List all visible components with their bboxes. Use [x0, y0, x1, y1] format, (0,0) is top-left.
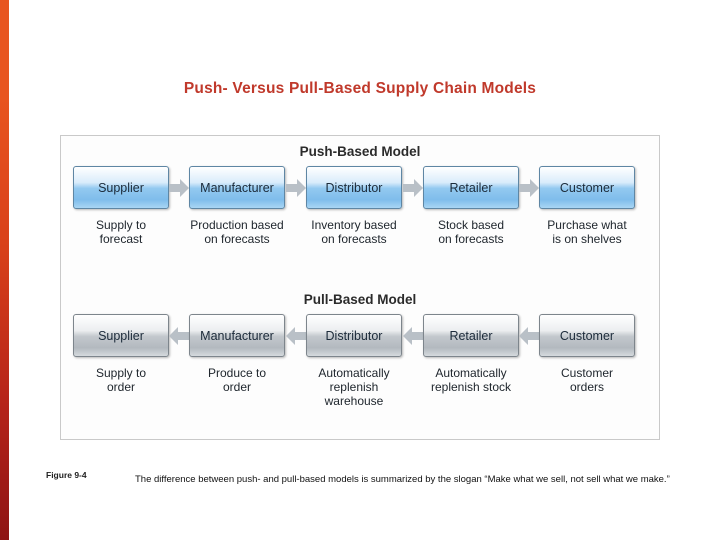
push-node-customer: Customer Purchase what is on shelves — [539, 166, 635, 246]
push-model-heading: Push-Based Model — [299, 144, 421, 159]
pull-box-supplier: Supplier — [73, 314, 169, 357]
pull-box-retailer: Retailer — [423, 314, 519, 357]
pull-node-customer: Customer Customer orders — [539, 314, 635, 394]
push-arrow-right-icon-3 — [403, 179, 423, 197]
pull-arrow-left-icon-1 — [169, 327, 189, 345]
pull-model-row: Supplier Supply to order Manufacturer Pr… — [61, 314, 659, 434]
push-node-supplier: Supplier Supply to forecast — [73, 166, 169, 246]
push-box-retailer: Retailer — [423, 166, 519, 209]
push-arrow-right-icon-4 — [519, 179, 539, 197]
push-caption-retailer: Stock based on forecasts — [437, 218, 505, 246]
pull-box-customer: Customer — [539, 314, 635, 357]
pull-node-retailer: Retailer Automatically replenish stock — [423, 314, 519, 394]
figure-label: Figure 9-4 — [46, 470, 87, 480]
figure-description: The difference between push- and pull-ba… — [135, 474, 670, 485]
page-title: Push- Versus Pull-Based Supply Chain Mod… — [183, 80, 537, 97]
push-caption-supplier: Supply to forecast — [95, 218, 147, 246]
push-box-manufacturer: Manufacturer — [189, 166, 285, 209]
push-node-distributor: Distributor Inventory based on forecasts — [306, 166, 402, 246]
pull-caption-retailer: Automatically replenish stock — [430, 366, 512, 394]
push-caption-manufacturer: Production based on forecasts — [190, 218, 284, 246]
pull-caption-supplier: Supply to order — [95, 366, 147, 394]
pull-arrow-left-icon-2 — [286, 327, 306, 345]
push-arrow-right-icon-2 — [286, 179, 306, 197]
push-arrow-right-icon-1 — [169, 179, 189, 197]
pull-caption-customer: Customer orders — [560, 366, 613, 394]
push-box-distributor: Distributor — [306, 166, 402, 209]
pull-box-manufacturer: Manufacturer — [189, 314, 285, 357]
push-box-supplier: Supplier — [73, 166, 169, 209]
pull-node-distributor: Distributor Automatically replenish ware… — [306, 314, 402, 408]
pull-node-manufacturer: Manufacturer Produce to order — [189, 314, 285, 394]
pull-arrow-left-icon-3 — [403, 327, 423, 345]
pull-arrow-left-icon-4 — [519, 327, 539, 345]
push-node-retailer: Retailer Stock based on forecasts — [423, 166, 519, 246]
push-model-row: Supplier Supply to forecast Manufacturer… — [61, 166, 659, 286]
pull-model-heading: Pull-Based Model — [303, 292, 417, 307]
pull-box-distributor: Distributor — [306, 314, 402, 357]
pull-caption-distributor: Automatically replenish warehouse — [318, 366, 390, 408]
push-caption-distributor: Inventory based on forecasts — [311, 218, 397, 246]
pull-node-supplier: Supplier Supply to order — [73, 314, 169, 394]
push-caption-customer: Purchase what is on shelves — [547, 218, 627, 246]
slide-accent-bar — [0, 0, 9, 540]
push-node-manufacturer: Manufacturer Production based on forecas… — [189, 166, 285, 246]
push-box-customer: Customer — [539, 166, 635, 209]
pull-caption-manufacturer: Produce to order — [207, 366, 267, 394]
figure-diagram: Push-Based Model Supplier Supply to fore… — [60, 135, 660, 440]
